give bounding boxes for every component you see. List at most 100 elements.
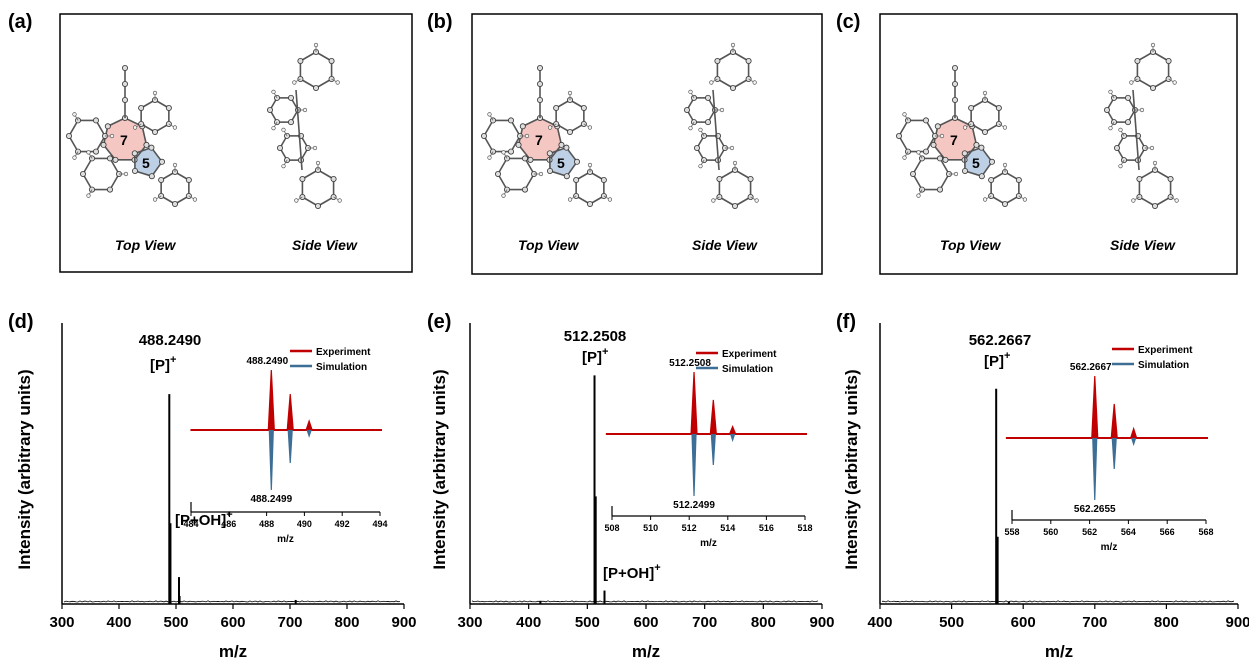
x-tick-label: 900 <box>809 614 834 631</box>
ring5-atom <box>148 173 155 180</box>
side-aryl-bottom-atom <box>747 175 754 182</box>
side-aryl-bottom-h-atom <box>711 198 716 203</box>
main-peak-ion: [P]+ <box>150 354 176 374</box>
benzo-left-atom <box>489 148 496 155</box>
ring7-bond <box>141 126 148 146</box>
x-tick-label: 300 <box>457 614 482 631</box>
aryl-lower-h-atom <box>172 162 178 168</box>
side-aryl-top-atom <box>714 76 721 83</box>
side-core-bond <box>1132 89 1140 171</box>
aryl-lower-atom <box>988 192 995 199</box>
benzo-right-atom <box>968 105 975 112</box>
ring7-bond <box>102 144 117 161</box>
benzo-left-atom <box>93 148 100 155</box>
ring7-atom <box>942 156 949 163</box>
benzo-right-h-atom <box>982 90 988 96</box>
simulation-peak <box>710 433 716 466</box>
inset-x-tick-label: 562 <box>1082 527 1097 537</box>
ring-5-label: 5 <box>972 155 980 171</box>
benzo-bottom-atom <box>522 155 529 162</box>
side-aryl-top-atom <box>745 58 752 65</box>
side-core-a-atom <box>705 119 712 126</box>
inset-experiment-peak-label: 488.2490 <box>246 356 288 367</box>
benzo-left-h-atom <box>902 112 907 117</box>
aryl-lower-h-atom <box>192 197 198 202</box>
ring5-atom <box>978 144 985 151</box>
legend-simulation-label: Simulation <box>1138 360 1189 371</box>
ring7-bond <box>932 144 947 161</box>
side-core-b-atom <box>276 144 283 151</box>
ring7-bond <box>963 144 978 161</box>
legend-experiment-label: Experiment <box>722 349 777 360</box>
ring7-bond <box>522 117 541 128</box>
side-core-a-atom <box>266 107 273 114</box>
ring5-atom <box>131 167 138 174</box>
benzo-bottom-h-atom <box>916 150 921 155</box>
side-core-a-atom <box>287 94 294 101</box>
aryl-lower-h-atom <box>567 197 573 202</box>
simulation-peak <box>1092 437 1098 501</box>
benzo-bottom-atom <box>89 186 96 193</box>
ring-7-label: 7 <box>535 132 543 148</box>
main-peak-value: 488.2490 <box>139 332 202 349</box>
side-core-a-h-atom <box>688 89 693 94</box>
benzo-right-atom <box>982 128 989 135</box>
inset-simulation-peak-label: 562.2655 <box>1074 504 1116 515</box>
experiment-peak <box>1110 403 1118 439</box>
benzo-left-atom <box>507 117 514 124</box>
side-core-a-h-atom <box>688 126 693 131</box>
ring7-atom <box>104 123 111 130</box>
ring7-atom <box>973 141 980 148</box>
side-core-b-h-atom <box>281 164 286 169</box>
side-view-label-c: Side View <box>1110 237 1176 253</box>
inset-x-tick-label: 510 <box>643 523 658 533</box>
inset-x-tick-label: 486 <box>221 519 236 529</box>
x-axis-label: m/z <box>219 642 247 661</box>
inset-x-tick-label: 566 <box>1160 527 1175 537</box>
side-aryl-top-atom <box>328 58 335 65</box>
side-core-b-h-atom <box>698 164 703 169</box>
ring7-bond <box>133 144 148 161</box>
ring-7-label: 7 <box>950 132 958 148</box>
side-core-a-atom <box>1125 94 1132 101</box>
spectrum-panel-f: (f) <box>836 311 856 333</box>
side-aryl-bottom-bond <box>317 196 334 207</box>
side-aryl-bottom-bond <box>734 196 751 207</box>
side-aryl-bottom-h-atom <box>1152 160 1158 166</box>
benzo-right-h-atom <box>567 90 573 96</box>
benzo-right-h-atom <box>1002 125 1008 130</box>
side-aryl-top-h-atom <box>752 80 757 85</box>
panel-label-e: (e) <box>427 311 451 333</box>
structure-panel-c: (c) Top View Side View <box>836 11 1238 275</box>
benzo-right-atom <box>165 121 172 128</box>
side-core-a-atom <box>287 119 294 126</box>
chain-atom <box>952 65 959 72</box>
x-tick-label: 800 <box>1154 614 1179 631</box>
experiment-peak <box>1130 426 1138 439</box>
side-aryl-bottom-bond <box>317 169 334 180</box>
ring7-atom <box>930 141 937 148</box>
benzo-right-h-atom <box>132 125 138 130</box>
side-aryl-top-h-atom <box>313 42 319 48</box>
benzo-bottom-atom <box>937 186 944 193</box>
side-core-a-h-atom <box>271 89 276 94</box>
chain-atom <box>537 65 544 72</box>
chain-atom <box>122 81 129 88</box>
inset-simulation-peak-label: 512.2499 <box>673 500 715 511</box>
inset-x-tick-label: 564 <box>1121 527 1136 537</box>
benzo-right-atom <box>968 121 975 128</box>
benzo-left-h-atom <box>939 133 945 139</box>
side-aryl-top-atom <box>714 58 721 65</box>
benzo-right-atom <box>553 121 560 128</box>
benzo-right-atom <box>165 105 172 112</box>
legend-experiment-label: Experiment <box>1138 345 1193 356</box>
inset-x-tick-label: 508 <box>604 523 619 533</box>
benzo-left-atom <box>905 148 912 155</box>
ring7-atom <box>527 156 534 163</box>
x-tick-label: 400 <box>516 614 541 631</box>
ring7-atom <box>143 141 150 148</box>
side-aryl-bottom-h-atom <box>732 160 738 166</box>
